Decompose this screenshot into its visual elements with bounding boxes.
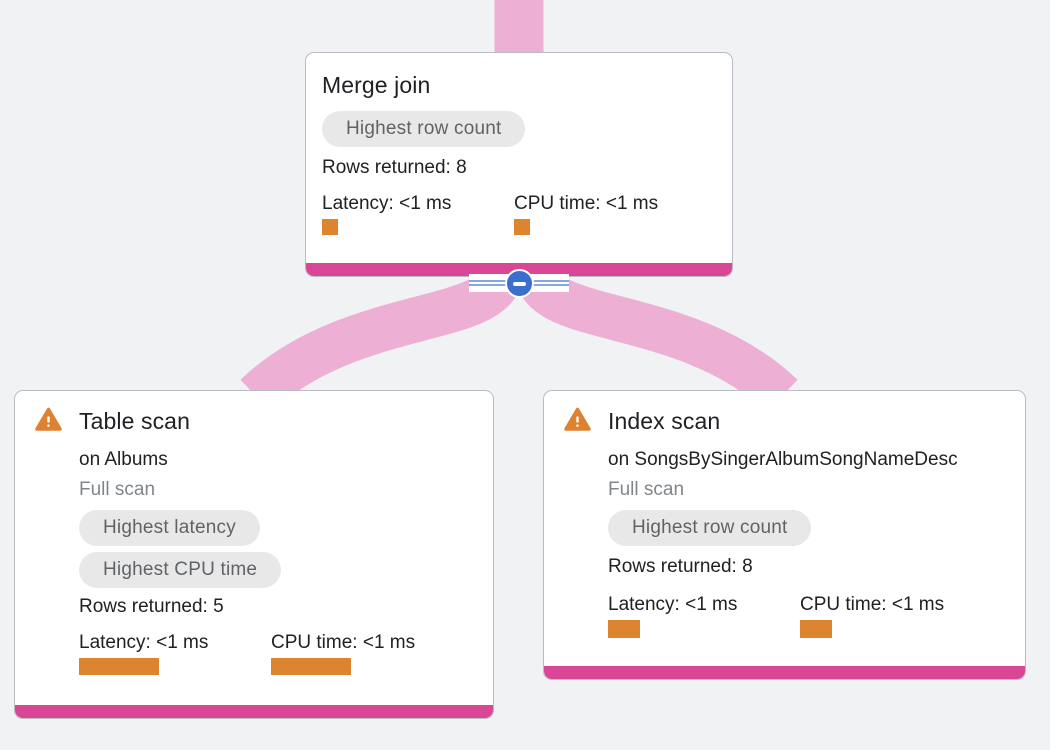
latency-metric: Latency: <1 ms bbox=[79, 630, 271, 675]
insight-chip-highest-latency: Highest latency bbox=[79, 510, 260, 546]
node-table-scan[interactable]: Table scan on Albums Full scan Highest l… bbox=[14, 390, 494, 719]
node-title: Index scan bbox=[608, 408, 721, 434]
warning-icon bbox=[35, 407, 62, 431]
node-accent-bar bbox=[15, 705, 493, 718]
cpu-time-label: CPU time: <1 ms bbox=[514, 193, 659, 214]
insight-chip-highest-row-count: Highest row count bbox=[322, 111, 526, 147]
node-index-scan[interactable]: Index scan on SongsBySingerAlbumSongName… bbox=[543, 390, 1026, 680]
cpu-time-metric: CPU time: <1 ms bbox=[800, 592, 992, 638]
latency-label: Latency: <1 ms bbox=[79, 632, 209, 653]
scan-type-text: Full scan bbox=[608, 479, 685, 500]
cpu-time-bar bbox=[800, 620, 832, 638]
insight-chip-highest-cpu-time: Highest CPU time bbox=[79, 552, 282, 588]
metrics-row: Latency: <1 ms CPU time: <1 ms bbox=[79, 630, 479, 675]
edge-merge-join-to-index-scan bbox=[515, 268, 798, 413]
node-accent-bar bbox=[544, 666, 1025, 679]
latency-label: Latency: <1 ms bbox=[322, 193, 452, 214]
edge-merge-join-to-table-scan bbox=[240, 268, 523, 413]
node-title: Merge join bbox=[322, 72, 431, 98]
chip-row: Highest row count bbox=[322, 111, 716, 147]
node-merge-join[interactable]: Merge join Highest row count Rows return… bbox=[305, 52, 733, 277]
cpu-time-metric: CPU time: <1 ms bbox=[514, 191, 706, 235]
metrics-row: Latency: <1 ms CPU time: <1 ms bbox=[608, 592, 1011, 638]
node-merge-join-body: Merge join Highest row count Rows return… bbox=[306, 53, 732, 276]
warning-icon bbox=[564, 407, 591, 431]
chip-row: Highest row count bbox=[608, 510, 1011, 546]
rows-returned-text: Rows returned: 8 bbox=[322, 157, 467, 178]
scan-target-text: on SongsBySingerAlbumSongNameDesc bbox=[608, 449, 958, 470]
metrics-row: Latency: <1 ms CPU time: <1 ms bbox=[322, 191, 716, 235]
rows-returned-text: Rows returned: 8 bbox=[608, 556, 753, 577]
minus-icon bbox=[513, 281, 526, 286]
chip-row: Highest latency bbox=[79, 510, 479, 546]
cpu-time-label: CPU time: <1 ms bbox=[800, 594, 945, 615]
insight-chip-highest-row-count: Highest row count bbox=[608, 510, 812, 546]
latency-bar bbox=[79, 658, 159, 675]
cpu-time-bar bbox=[514, 219, 530, 235]
cpu-time-bar bbox=[271, 658, 351, 675]
scan-target-text: on Albums bbox=[79, 449, 168, 470]
node-table-scan-body: Table scan on Albums Full scan Highest l… bbox=[15, 391, 493, 718]
cpu-time-label: CPU time: <1 ms bbox=[271, 632, 416, 653]
node-title: Table scan bbox=[79, 408, 190, 434]
cpu-time-metric: CPU time: <1 ms bbox=[271, 630, 463, 675]
latency-metric: Latency: <1 ms bbox=[322, 191, 514, 235]
latency-bar bbox=[322, 219, 338, 235]
latency-metric: Latency: <1 ms bbox=[608, 592, 800, 638]
rows-returned-text: Rows returned: 5 bbox=[79, 596, 224, 617]
latency-label: Latency: <1 ms bbox=[608, 594, 738, 615]
latency-bar bbox=[608, 620, 640, 638]
chip-row: Highest CPU time bbox=[79, 552, 479, 588]
scan-type-text: Full scan bbox=[79, 479, 156, 500]
node-index-scan-body: Index scan on SongsBySingerAlbumSongName… bbox=[544, 391, 1025, 679]
collapse-children-button[interactable] bbox=[505, 269, 534, 298]
